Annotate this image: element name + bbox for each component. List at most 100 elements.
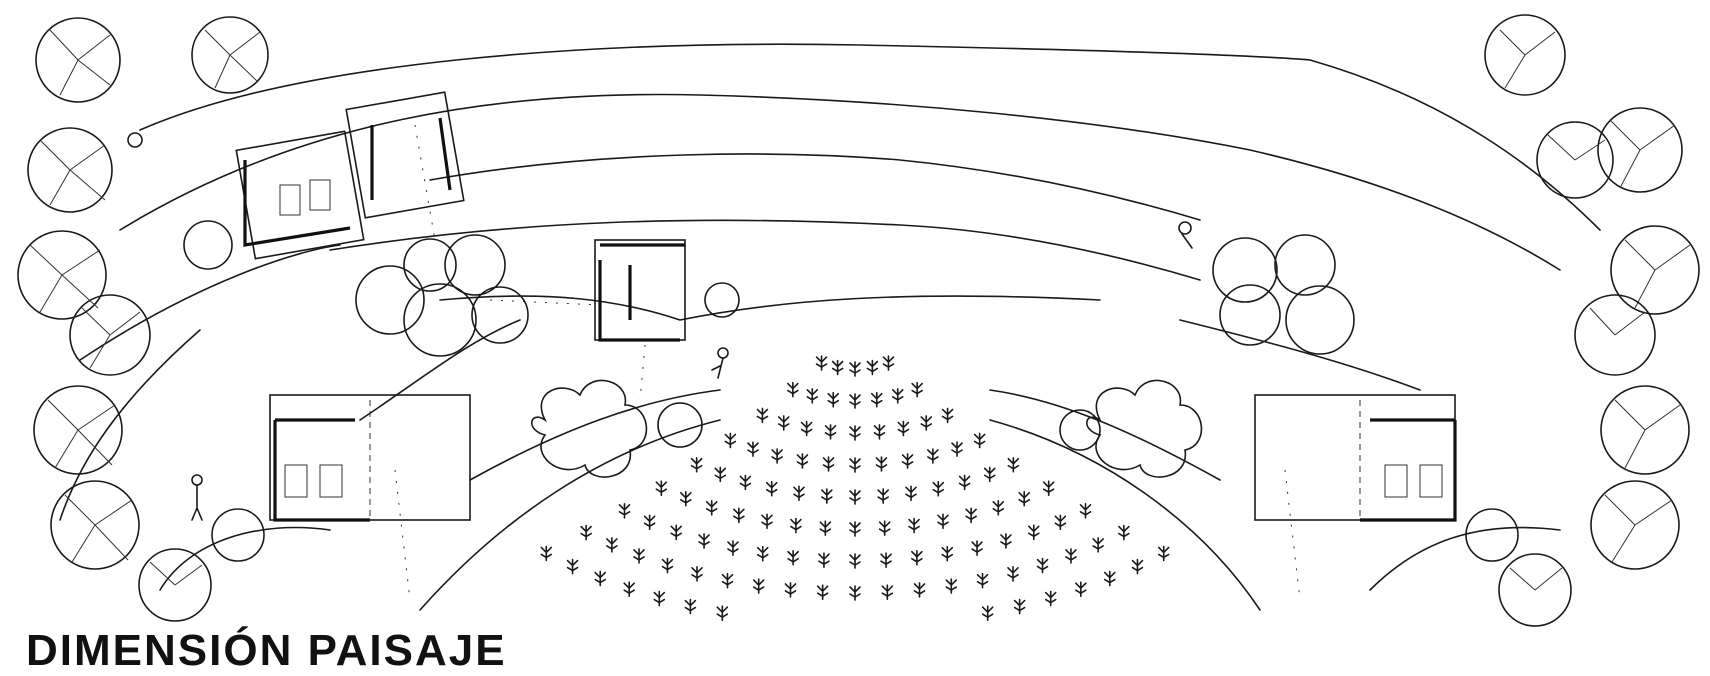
crop-plant-icon bbox=[1118, 524, 1130, 541]
crop-plant-icon bbox=[976, 572, 989, 589]
crop-plant-icon bbox=[752, 578, 765, 594]
crop-plant-icon bbox=[983, 466, 996, 483]
crop-plant-icon bbox=[580, 524, 592, 541]
crop-plant-icon bbox=[911, 381, 923, 398]
crop-plant-icon bbox=[1027, 524, 1040, 541]
crop-plant-icon bbox=[1007, 456, 1020, 473]
crop-plant-icon bbox=[901, 453, 914, 469]
tree-cluster-left bbox=[355, 234, 529, 357]
crop-plant-icon bbox=[849, 489, 861, 505]
crop-plant-icon bbox=[920, 415, 933, 431]
crop-plant-icon bbox=[878, 520, 891, 536]
crop-plant-icon bbox=[908, 517, 920, 534]
crop-plant-icon bbox=[633, 548, 645, 564]
house-plan-icon bbox=[269, 394, 471, 522]
crop-plant-icon bbox=[540, 545, 553, 562]
crop-plant-icon bbox=[911, 549, 923, 566]
crop-plant-icon bbox=[705, 500, 718, 516]
crop-plant-icon bbox=[1092, 537, 1104, 553]
crop-plant-icon bbox=[1075, 581, 1087, 597]
crop-plant-icon bbox=[594, 570, 607, 587]
crop-plant-icon bbox=[831, 359, 844, 376]
crop-plant-icon bbox=[816, 584, 829, 601]
crop-plant-icon bbox=[1054, 514, 1067, 531]
crop-plant-icon bbox=[941, 407, 954, 424]
crop-plant-icon bbox=[849, 393, 861, 409]
tree-cluster-right bbox=[1212, 234, 1355, 355]
crop-plant-icon bbox=[1013, 598, 1026, 615]
crop-plant-icon bbox=[1131, 558, 1144, 575]
crop-plant-icon bbox=[756, 407, 769, 424]
crop-plant-icon bbox=[992, 500, 1005, 516]
crop-plant-icon bbox=[877, 488, 889, 504]
crop-plant-icon bbox=[777, 415, 790, 431]
crop-plant-icon bbox=[958, 474, 971, 491]
crop-plant-icon bbox=[891, 388, 904, 404]
crop-plant-icon bbox=[880, 552, 892, 568]
crop-plant-icon bbox=[643, 514, 656, 531]
crop-plant-icon bbox=[870, 391, 883, 408]
crop-plant-icon bbox=[932, 480, 945, 497]
tree-canopy-icon bbox=[17, 16, 269, 622]
crop-plant-icon bbox=[661, 557, 674, 574]
crop-plant-icon bbox=[761, 513, 773, 530]
crop-plant-icon bbox=[747, 441, 759, 457]
crop-plant-icon bbox=[733, 507, 745, 524]
crop-plant-icon bbox=[714, 466, 727, 483]
crop-plant-icon bbox=[927, 448, 939, 464]
crop-plant-icon bbox=[866, 359, 879, 376]
crop-plant-icon bbox=[606, 537, 618, 553]
crop-plant-icon bbox=[800, 420, 813, 437]
crop-plant-icon bbox=[727, 540, 739, 556]
crop-plant-icon bbox=[849, 361, 861, 377]
crop-plant-icon bbox=[739, 474, 752, 491]
bush-icon bbox=[531, 379, 1203, 478]
crop-plant-icon bbox=[1079, 503, 1092, 519]
crop-plant-icon bbox=[1007, 566, 1019, 582]
crop-plant-icon bbox=[653, 590, 666, 607]
crop-plant-icon bbox=[981, 605, 994, 621]
crop-plant-icon bbox=[937, 513, 949, 530]
crop-plant-icon bbox=[973, 432, 986, 449]
person-icon bbox=[127, 132, 1193, 521]
page-title: DIMENSIÓN PAISAJE bbox=[26, 626, 507, 675]
crop-plant-icon bbox=[1042, 480, 1055, 497]
crop-plant-icon bbox=[1065, 548, 1077, 564]
crop-plant-icon bbox=[951, 441, 963, 457]
house-plan-icon bbox=[594, 239, 686, 342]
crop-plant-icon bbox=[1157, 545, 1170, 562]
landscape-plan-drawing bbox=[17, 14, 1700, 627]
terrain-contours bbox=[59, 43, 1601, 611]
house-plan-icon bbox=[345, 91, 465, 219]
crop-plant-icon bbox=[821, 488, 833, 504]
crop-plant-icon bbox=[618, 503, 631, 519]
crop-plant-icon bbox=[684, 598, 697, 615]
crop-plant-icon bbox=[882, 355, 895, 371]
crop-plant-icon bbox=[897, 420, 910, 437]
crop-plant-icon bbox=[849, 457, 861, 473]
crop-plant-icon bbox=[698, 533, 710, 549]
crop-plant-icon bbox=[815, 355, 828, 371]
crop-plant-icon bbox=[1103, 570, 1116, 587]
crop-plant-icon bbox=[822, 456, 835, 472]
crop-plant-icon bbox=[1018, 490, 1030, 507]
crop-plant-icon bbox=[784, 582, 797, 598]
crop-plant-icon bbox=[1000, 533, 1012, 549]
crop-plant-icon bbox=[796, 453, 809, 469]
crop-plant-icon bbox=[690, 456, 703, 473]
crop-plant-icon bbox=[818, 552, 830, 568]
house-plan-icon bbox=[1254, 394, 1457, 522]
crop-plant-icon bbox=[806, 388, 819, 404]
crop-plant-icon bbox=[716, 605, 729, 621]
crop-plant-icon bbox=[790, 517, 802, 534]
crop-plant-icon bbox=[724, 432, 737, 449]
crop-plant-icon bbox=[945, 578, 958, 594]
house-plan-icon bbox=[235, 130, 365, 260]
crop-plant-icon bbox=[875, 456, 888, 472]
crop-plant-icon bbox=[824, 424, 837, 440]
crop-plant-icon bbox=[623, 581, 635, 597]
crop-plant-icon bbox=[1036, 557, 1049, 574]
crop-plant-icon bbox=[913, 582, 926, 598]
crop-plant-icon bbox=[849, 521, 861, 537]
crop-plant-icon bbox=[655, 480, 668, 497]
